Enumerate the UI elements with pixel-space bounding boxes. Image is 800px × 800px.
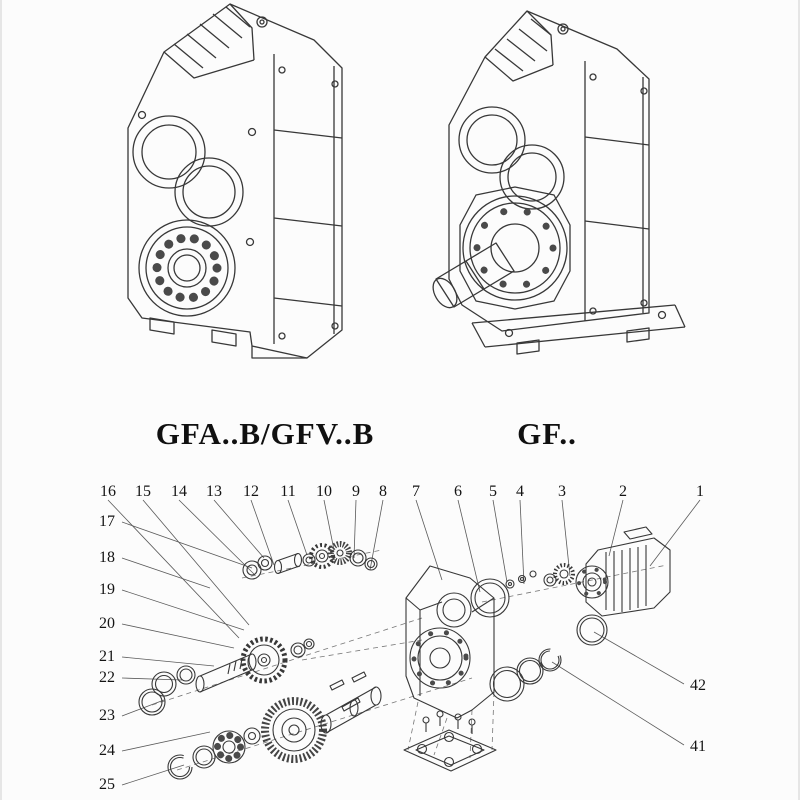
part-callout-23: 23 [99,707,115,724]
part-callout-9: 9 [352,483,360,500]
part-callout-4: 4 [516,483,524,500]
housing-outline [448,10,650,332]
assembly-axes [151,549,668,771]
part-callout-13: 13 [206,483,222,500]
part-callout-10: 10 [316,483,332,500]
mounting-feet [149,317,307,359]
eyebolt-hole [256,16,268,28]
intermediate-gear-parts [138,636,315,716]
part-callout-25: 25 [99,776,115,793]
part-callout-2: 2 [619,483,627,500]
output-flange-bearing [138,219,236,317]
part-callout-5: 5 [489,483,497,500]
part-callout-7: 7 [412,483,420,500]
exploded-view-diagram [107,499,701,786]
base-plate [471,304,686,355]
cooling-fins [494,18,552,72]
output-flange-shaft [432,186,571,310]
drawing-foot-mounted-gearbox [432,10,686,355]
eyebolt-hole [557,23,569,35]
part-callout-12: 12 [243,483,259,500]
part-callout-14: 14 [171,483,187,500]
part-callout-18: 18 [99,549,115,566]
part-callout-41: 41 [690,738,706,755]
part-callout-21: 21 [99,648,115,665]
part-callout-8: 8 [379,483,387,500]
input-bores [132,115,244,227]
input-shaft-parts [242,541,378,580]
cooling-fins [173,6,251,69]
leader-lines [107,499,701,786]
part-callout-11: 11 [280,483,296,500]
part-callout-19: 19 [99,581,115,598]
drawing-shaft-mounted-gearbox [127,3,343,359]
retaining-rings [489,614,608,702]
part-callout-42: 42 [690,677,706,694]
model-label-gfab-gfvb: GFA..B/GFV..B [155,416,375,451]
side-ribs [273,54,343,344]
output-gear-parts [167,671,382,780]
part-callout-15: 15 [135,483,151,500]
side-ribs [584,61,650,321]
part-callout-20: 20 [99,615,115,632]
motor [575,526,671,617]
part-callout-16: 16 [100,483,116,500]
gasket-and-bolts [470,570,537,618]
part-callout-6: 6 [454,483,462,500]
gear-housing [405,565,495,719]
part-callout-17: 17 [99,513,115,530]
part-callout-22: 22 [99,669,115,686]
housing-outline [127,3,343,359]
part-callout-24: 24 [99,742,115,759]
input-bores [458,106,565,210]
model-label-gf: GF.. [517,416,577,451]
part-callout-1: 1 [696,483,704,500]
mounting-plate [403,710,497,772]
part-callout-3: 3 [558,483,566,500]
coupling-pinion [543,563,575,587]
